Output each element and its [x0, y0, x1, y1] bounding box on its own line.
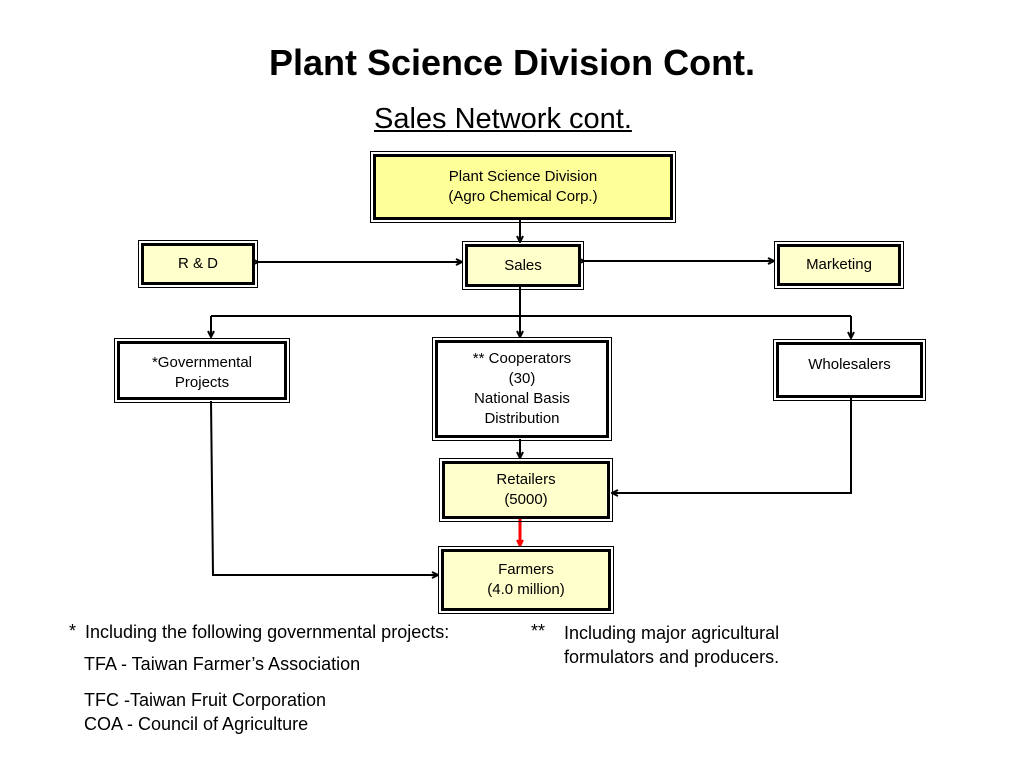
- node-rnd: R & D: [138, 240, 258, 288]
- node-wholesalers: Wholesalers: [773, 339, 926, 401]
- node-plant-science-division: Plant Science Division (Agro Chemical Co…: [370, 151, 676, 223]
- node-farmers: Farmers (4.0 million): [438, 546, 614, 614]
- footnote-double-star-marker: **: [531, 621, 546, 641]
- footnote-star-marker: *: [69, 621, 77, 641]
- arrow-wholesalers-to-retailers: [612, 398, 852, 493]
- footnote-tfa: TFA - Taiwan Farmer’s Association: [84, 654, 361, 674]
- footnote-tfc: TFC -Taiwan Fruit Corporation: [84, 690, 327, 710]
- page-subtitle: Sales Network cont.: [374, 103, 632, 135]
- node-cooperators: ** Cooperators (30) National Basis Distr…: [432, 337, 612, 441]
- footnote-star-text: Including the following governmental pro…: [85, 622, 450, 642]
- footnote-double-star-text: Including major agricultural formulators…: [564, 623, 780, 667]
- node-marketing: Marketing: [774, 241, 904, 289]
- page-title: Plant Science Division Cont.: [268, 42, 756, 83]
- node-retailers: Retailers (5000): [439, 458, 613, 522]
- footnote-coa: COA - Council of Agriculture: [84, 714, 309, 734]
- node-sales: Sales: [462, 241, 584, 290]
- node-governmental-projects: *Governmental Projects: [114, 338, 290, 403]
- arrow-governmental-to-farmers: [210, 400, 438, 575]
